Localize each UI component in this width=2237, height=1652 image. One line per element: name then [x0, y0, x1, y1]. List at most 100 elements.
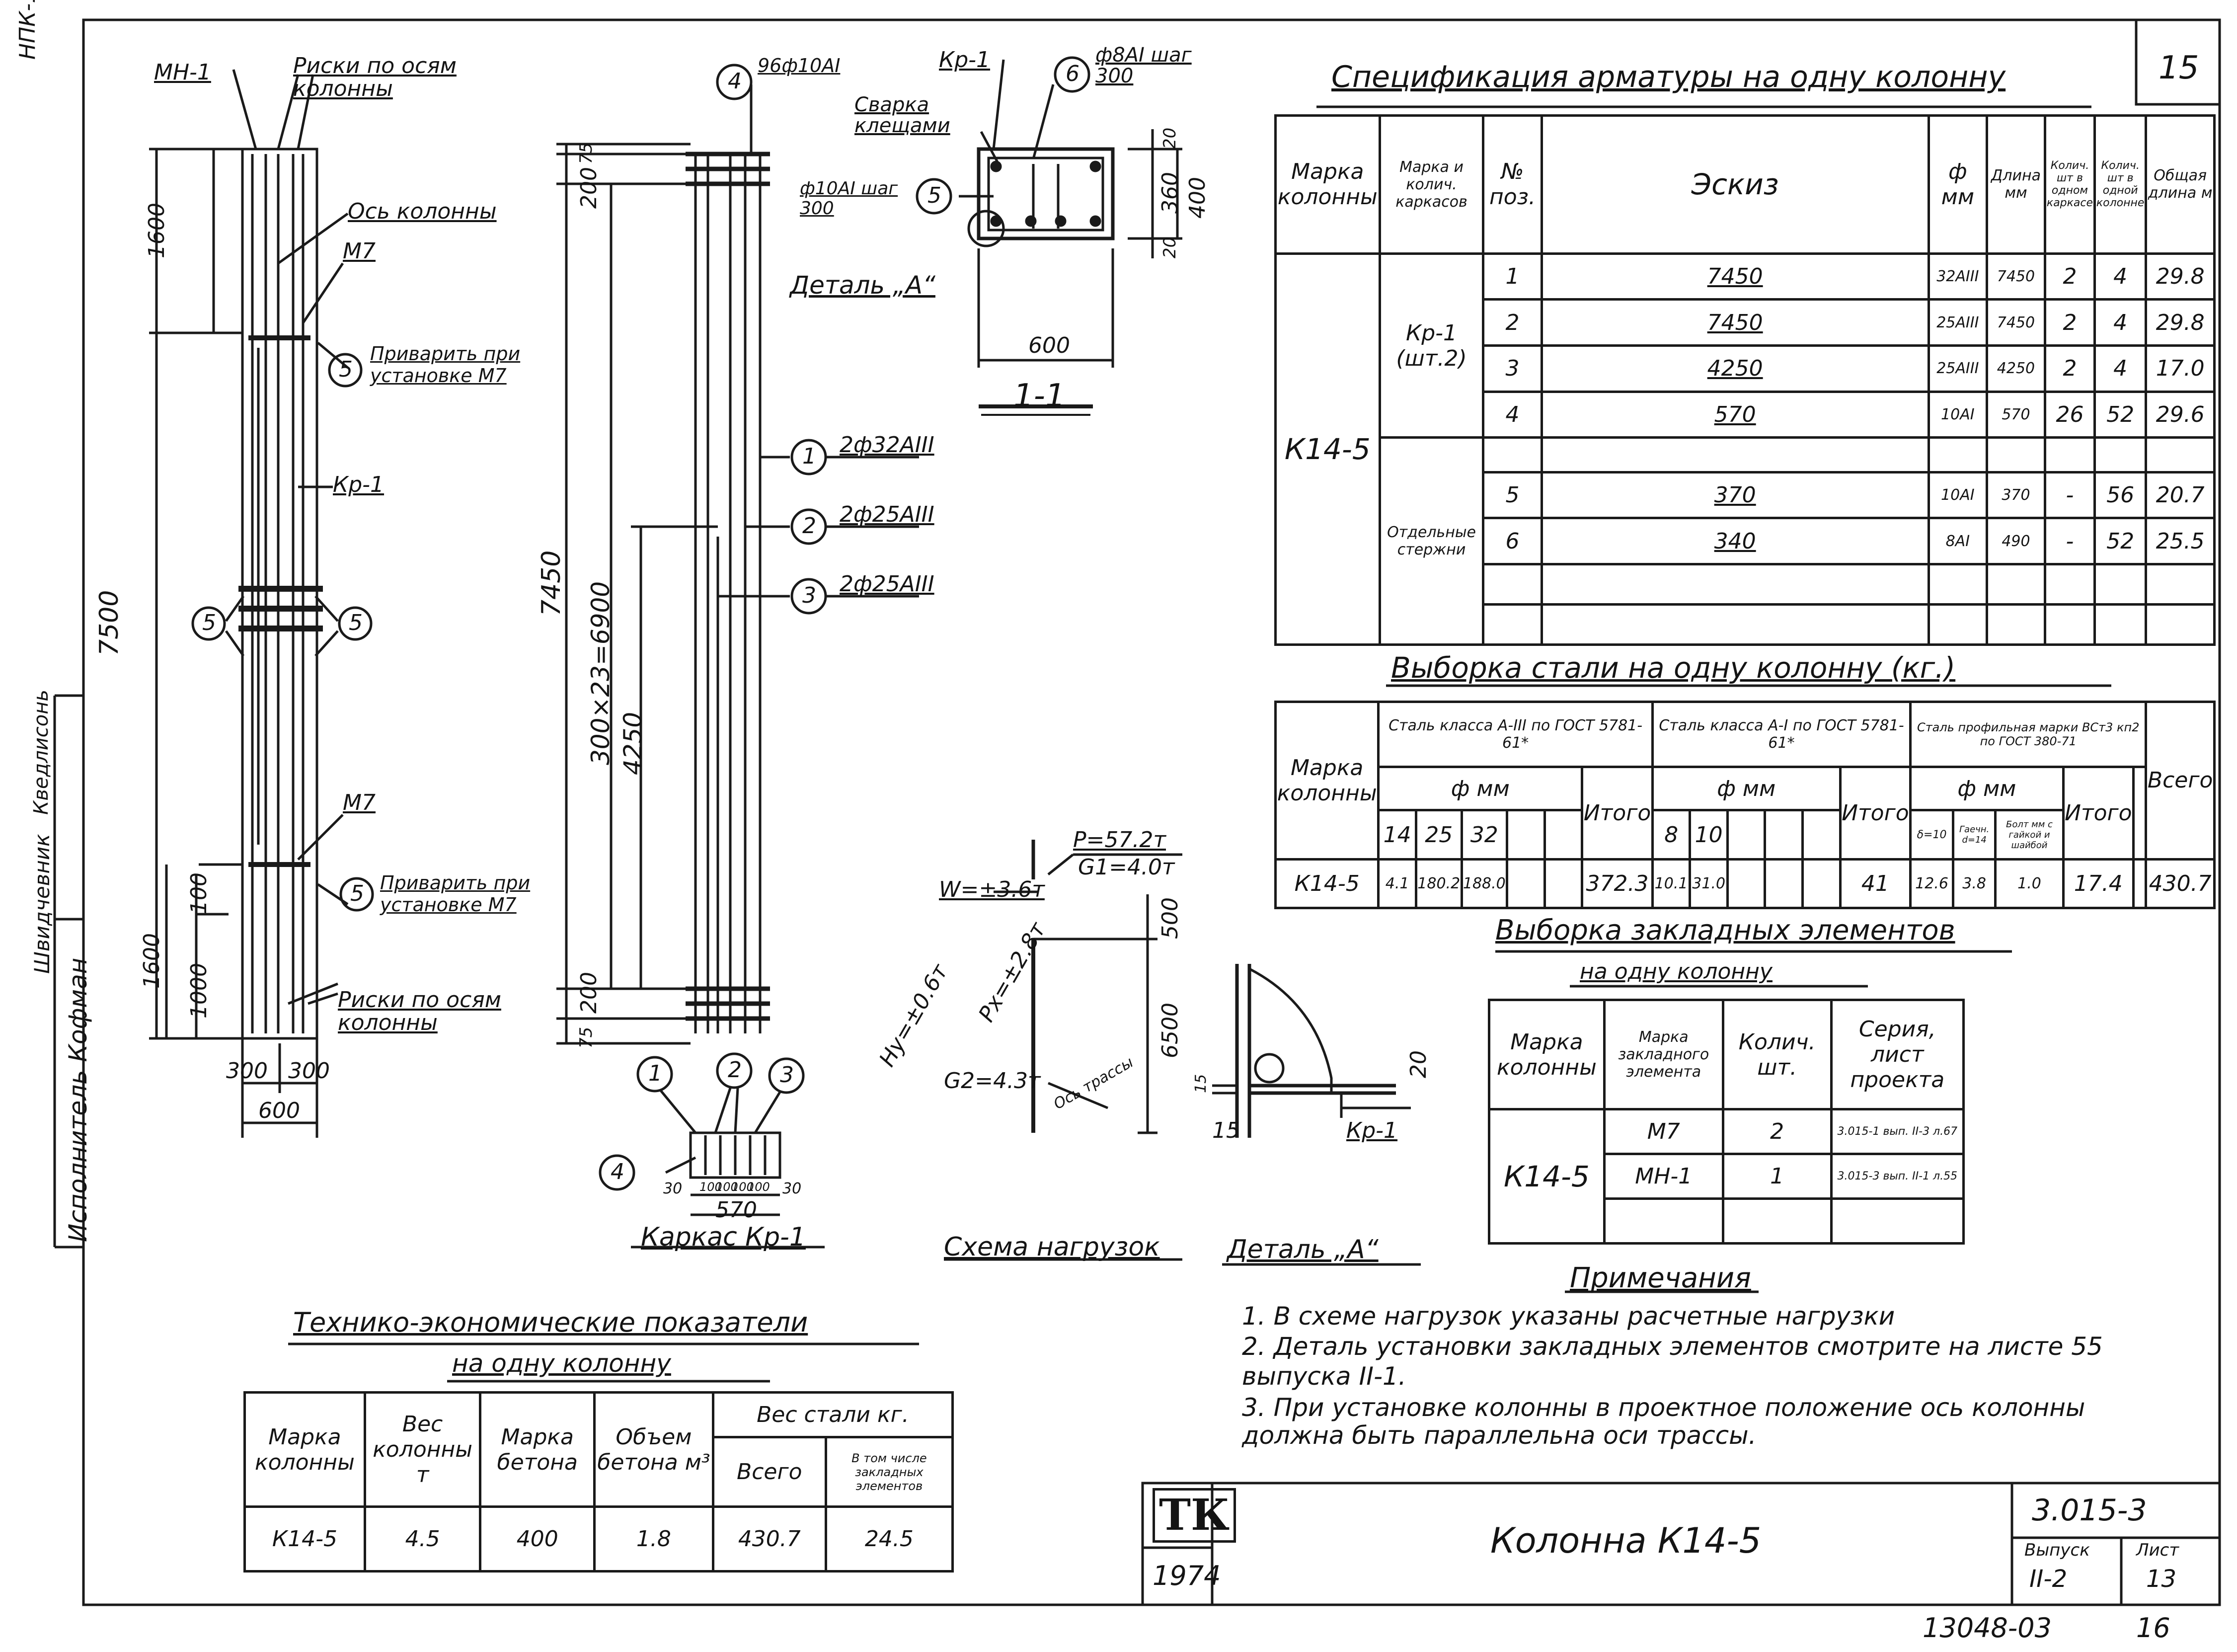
cage-dim: 100: [731, 1180, 754, 1194]
section-weld: Сварка клещами: [854, 93, 950, 137]
steel-size: Болт мм с гайкой и шайбой: [1994, 809, 2065, 861]
steel-h-dia: ф мм: [1377, 766, 1584, 812]
section-1-1: [916, 56, 1182, 416]
steel-cell: 3.8: [1951, 858, 1997, 910]
steel-h-total: Итого: [1581, 766, 1654, 861]
spec-sketch: 340: [1540, 517, 1930, 565]
steel-size: 25: [1414, 809, 1463, 861]
spec-sketch: 7450: [1540, 298, 1930, 347]
steel-h-a1: Сталь класса А-I по ГОСТ 5781-61*: [1651, 700, 1912, 769]
cage-dim: 30: [782, 1180, 802, 1197]
steel-h-mark: Марка колонны: [1274, 701, 1380, 861]
spec-h-cages: Марка и колич. каркасов: [1378, 114, 1485, 255]
note-item: 2. Деталь установки закладных элементов …: [1242, 1332, 2103, 1391]
label-risks-bottom: Риски по осям колонны: [338, 987, 501, 1035]
page-bottom: 16: [2136, 1612, 2170, 1644]
spec-cell: 2: [1482, 298, 1543, 347]
tech-table: Марка колонны Вес колонны т Марка бетона…: [243, 1391, 954, 1573]
spec-sketch: 370: [1540, 471, 1930, 520]
embed-h: Марка закладного элемента: [1603, 999, 1724, 1110]
cage-dim: 100: [747, 1180, 770, 1194]
issue-label: Выпуск: [2024, 1540, 2090, 1560]
embed-h: Колич. шт.: [1721, 999, 1833, 1110]
steel-h-total: Итого: [2062, 766, 2135, 861]
tech-h: Вес колонны т: [363, 1391, 482, 1508]
circle-num: 6: [1066, 61, 1080, 86]
circle-num: 2: [728, 1057, 742, 1083]
steel-h-prof: Сталь профильная марки ВСт3 кп2 по ГОСТ …: [1909, 700, 2148, 769]
embed-cell: М7: [1603, 1108, 1724, 1155]
tech-h: Объем бетона м³: [593, 1391, 714, 1508]
label-m7-top: М7: [343, 238, 376, 264]
org-logo: ТК: [1153, 1488, 1236, 1543]
circle-num: 4: [611, 1159, 624, 1184]
sheet-title: Колонна К14-5: [1490, 1520, 1762, 1561]
circle-num: 4: [728, 69, 742, 94]
bar-label: 2ф25АIII: [840, 502, 934, 527]
cage-elevation: [556, 64, 919, 1045]
circle-num: 1: [648, 1061, 662, 1086]
tech-cell: 24.5: [824, 1505, 954, 1573]
corner-code: НПК-12: [15, 0, 40, 60]
load-dim-6500: 6500: [1157, 1003, 1183, 1058]
circle-num: 2: [802, 513, 816, 539]
spec-cell: 1: [1482, 252, 1543, 301]
tech-title-2: на одну колонну: [452, 1349, 671, 1378]
steel-cell: 17.4: [2062, 858, 2135, 910]
year: 1974: [1153, 1560, 1221, 1591]
steel-cell: 10.1: [1651, 858, 1692, 910]
spec-cell: 17.0: [2145, 344, 2216, 393]
tech-h: Всего: [711, 1436, 827, 1508]
detail-title: Деталь „А“: [1227, 1235, 1379, 1264]
steel-size: 10: [1689, 809, 1729, 861]
section-title: 1-1: [1013, 378, 1066, 414]
dim-1000: 1000: [186, 963, 212, 1019]
steel-size: 14: [1377, 809, 1417, 861]
column-elevation: [149, 69, 374, 1138]
dim-600: 600: [258, 1098, 300, 1123]
spec-cell: 29.8: [2145, 298, 2216, 347]
circle-num: 3: [780, 1062, 794, 1088]
dim-200-bottom: 200: [576, 972, 602, 1014]
spec-cell: 4: [2093, 344, 2148, 393]
steel-h-total: Итого: [1839, 766, 1912, 861]
label-weld-bottom: Приварить при установке М7: [380, 872, 531, 916]
embed-cell: 1: [1721, 1153, 1833, 1200]
load-g1: G1=4.0т: [1078, 855, 1175, 880]
steel-table: Марка колонны Сталь класса А-III по ГОСТ…: [1274, 700, 2216, 910]
load-g2: G2=4.3т: [944, 1068, 1041, 1094]
note-item: 3. При установке колонны в проектное пол…: [1242, 1393, 2085, 1450]
detail-dim-15b: 15: [1212, 1118, 1240, 1143]
circle-num: 5: [349, 610, 363, 635]
cage-dim-570: 570: [715, 1197, 757, 1223]
label-risks-top: Риски по осям колонны: [293, 53, 457, 101]
spec-h-mark: Марка колонны: [1274, 114, 1381, 255]
sheet-number-top: 15: [2159, 50, 2199, 86]
tech-h: Марка колонны: [243, 1391, 366, 1508]
steel-size: Гаечн. d=14: [1951, 809, 1997, 861]
tech-cell: К14-5: [243, 1505, 366, 1573]
dim-75-top: 75: [576, 142, 596, 164]
spec-cell: 25.5: [2145, 517, 2216, 565]
steel-row-mark: К14-5: [1274, 858, 1380, 910]
detail-dim-20: 20: [1406, 1050, 1431, 1078]
embed-cell: 2: [1721, 1108, 1833, 1155]
dim-4250: 4250: [618, 711, 647, 775]
spec-cell: 29.8: [2145, 252, 2216, 301]
dim-200-top: 200: [576, 167, 602, 209]
detail-kr1: Кр-1: [1346, 1118, 1398, 1143]
dim-7450: 7450: [537, 550, 566, 616]
tech-h: Вес стали кг.: [711, 1391, 954, 1438]
spec-cell: 52: [2093, 517, 2148, 565]
embed-mark: К14-5: [1488, 1108, 1606, 1245]
embed-cell: 3.015-1 вып. II-3 л.67: [1830, 1108, 1965, 1155]
steel-cell: 12.6: [1909, 858, 1954, 910]
spec-h-len: Длина мм: [1985, 114, 2047, 255]
spec-cell: 10АI: [1927, 390, 1988, 439]
dim-1600-top: 1600: [144, 203, 169, 258]
spec-cell: 370: [1985, 471, 2047, 520]
label-mn1: МН-1: [154, 60, 211, 85]
embed-title-2: на одну колонну: [1580, 959, 1773, 984]
spec-cell: 4: [2093, 298, 2148, 347]
